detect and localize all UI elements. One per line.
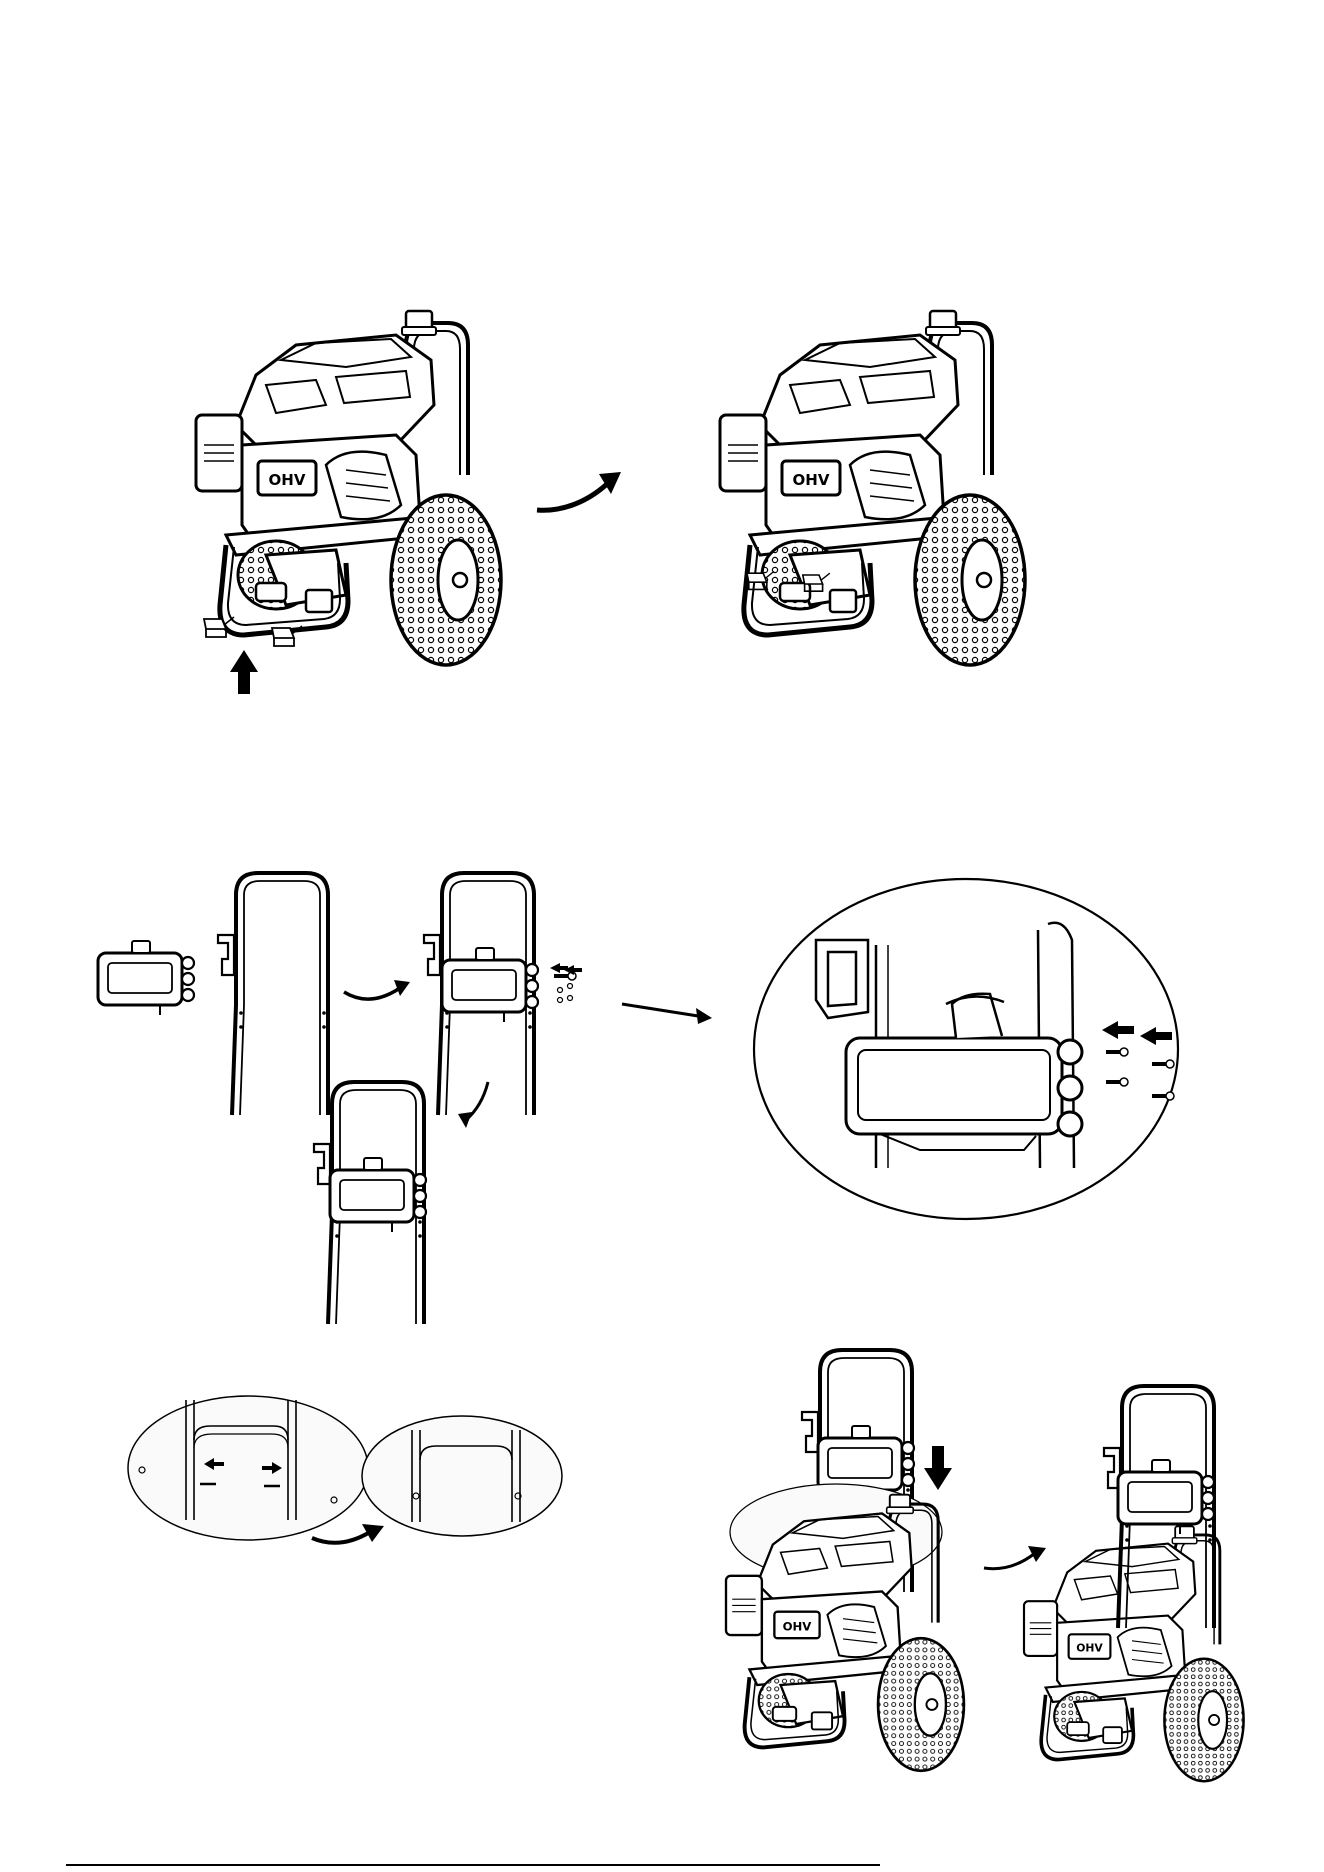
rubber-foot-right [272,626,302,646]
step-4-handle-install: OHV OHV [726,1350,1244,1781]
tank-loose [98,941,194,1015]
engine-badge-label: OHV [1076,1642,1103,1655]
arrow-up-icon [230,650,258,694]
washer-final-assembled: OHV [1024,1526,1244,1781]
step-3-frame-bolts [128,1396,562,1543]
engine-badge-label: OHV [793,471,830,489]
step-1-feet-attach: OHV OHV [196,311,1025,694]
curved-arrow-icon [344,988,400,999]
washer-with-feet: OHV [720,311,1025,665]
detail-ellipse-after [362,1416,562,1536]
curved-arrow-icon [537,472,621,510]
engine-badge-label: OHV [269,471,306,489]
bolt-set-small [550,963,582,1003]
engine-badge-label: OHV [783,1619,812,1633]
detail-callout [754,879,1178,1219]
handle-bare [218,873,328,1115]
curved-arrow-icon [312,1532,370,1543]
footer-rule [66,1864,880,1866]
arrow-to-detail-icon [622,1004,698,1016]
washer-before-feet: OHV [196,311,501,665]
step-2-tank-mount [98,873,1178,1324]
curved-arrow-icon [984,1554,1034,1569]
detail-ellipse-before [128,1396,368,1540]
arrow-down-icon [924,1446,952,1490]
